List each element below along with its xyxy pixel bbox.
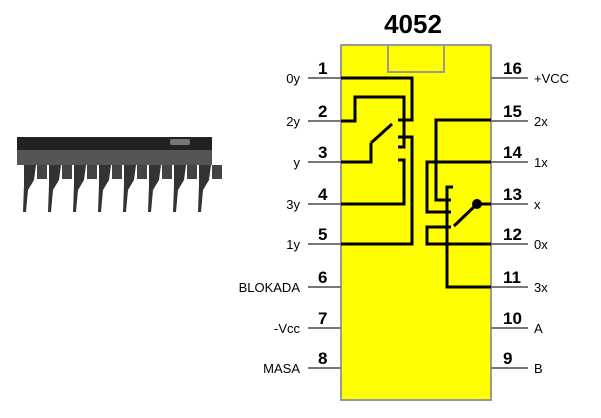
photo-pin-shoulder	[62, 165, 72, 179]
photo-pin	[198, 165, 211, 212]
pin-label: 2x	[534, 114, 548, 129]
ic-photo	[17, 137, 222, 212]
wire-2y	[341, 95, 406, 149]
wire-0x	[425, 225, 491, 246]
wire-y	[341, 143, 373, 164]
photo-pin-shoulder	[87, 165, 97, 179]
pin-label: 0x	[534, 237, 548, 252]
pin-label: y	[294, 155, 301, 170]
pin-number: 6	[318, 268, 327, 287]
photo-pin-shoulder	[212, 165, 222, 179]
chip-title: 4052	[384, 9, 442, 39]
photo-pin	[123, 165, 136, 212]
switch-arm-x	[452, 202, 479, 228]
switch-arm-y	[369, 122, 394, 145]
wire-3y	[341, 158, 406, 206]
photo-pin	[148, 165, 161, 212]
photo-pin-shoulder	[162, 165, 172, 179]
pin-label: -Vcc	[274, 321, 301, 336]
pin-label: 3x	[534, 280, 548, 295]
pin-label: +VCC	[534, 71, 569, 86]
pin-number: 13	[503, 185, 522, 204]
pin-label: MASA	[263, 361, 300, 376]
photo-pin	[173, 165, 186, 212]
photo-pin	[48, 165, 61, 212]
pin-number: 10	[503, 309, 522, 328]
pin-number: 15	[503, 102, 522, 121]
pin-number: 3	[318, 143, 327, 162]
pin-number: 4	[318, 185, 328, 204]
pin-label: A	[534, 321, 543, 336]
wire-2x	[434, 118, 491, 202]
wire-contact-x	[445, 185, 491, 289]
pin-label: 1y	[286, 237, 300, 252]
pin-label: 2y	[286, 114, 300, 129]
photo-pin	[73, 165, 86, 212]
photo-pin-shoulder	[112, 165, 122, 179]
photo-pin	[23, 165, 36, 212]
pin-number: 12	[503, 225, 522, 244]
pin-number: 7	[318, 309, 327, 328]
wire-1x	[425, 160, 491, 214]
pin-number: 1	[318, 59, 327, 78]
pin-label: 0y	[286, 71, 300, 86]
pin-number: 8	[318, 349, 327, 368]
wire-1y	[341, 135, 414, 246]
pin-number: 14	[503, 143, 522, 162]
internal-switches	[341, 76, 491, 289]
chip-notch	[387, 44, 445, 73]
pin-label: B	[534, 361, 543, 376]
switch-pivot-x	[472, 199, 482, 209]
pin-label: 3y	[286, 197, 300, 212]
photo-pin-shoulder	[187, 165, 197, 179]
pin-number: 9	[503, 349, 512, 368]
pin-label: 1x	[534, 155, 548, 170]
pin-label: BLOKADA	[239, 280, 301, 295]
chip-body	[340, 44, 492, 401]
pin-number: 5	[318, 225, 327, 244]
pin-label: x	[534, 197, 541, 212]
pin-number: 11	[503, 268, 521, 287]
photo-pin-shoulder	[37, 165, 47, 179]
pin-number: 2	[318, 102, 327, 121]
pin-number: 16	[503, 59, 522, 78]
photo-pin	[98, 165, 111, 212]
photo-pin-shoulder	[137, 165, 147, 179]
